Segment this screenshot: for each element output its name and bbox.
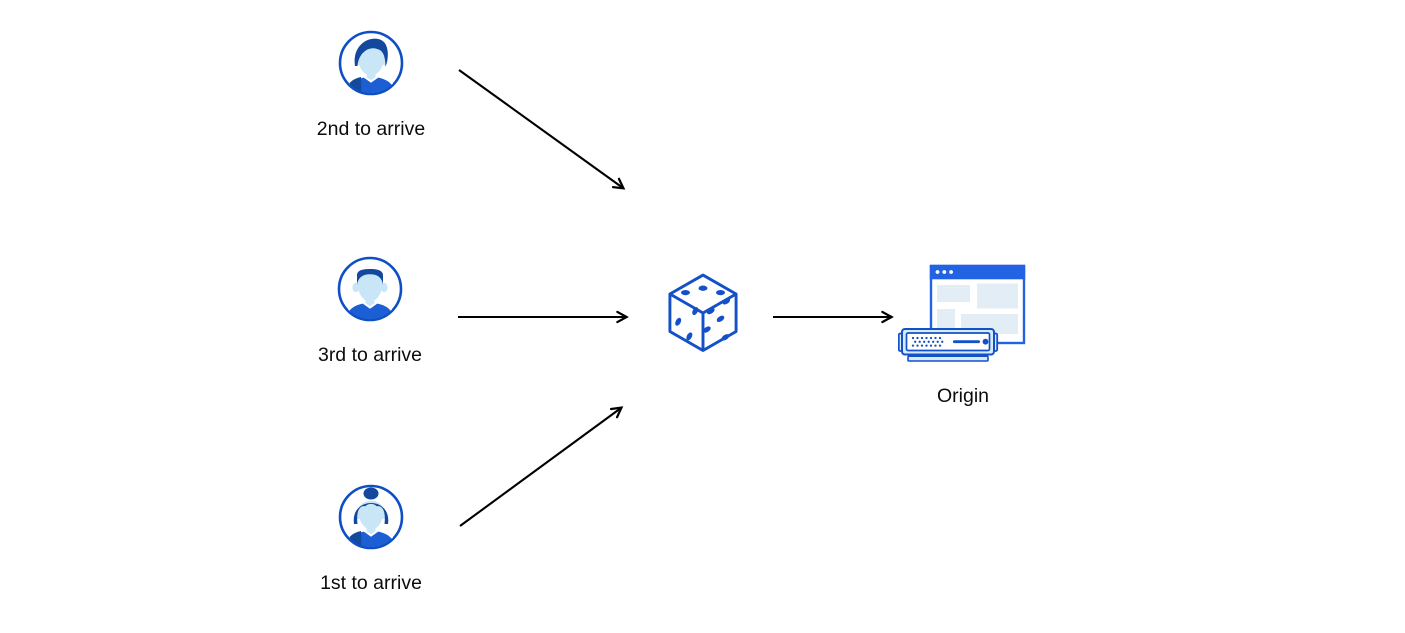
- arrow-client2nd-to-dice: [458, 69, 623, 188]
- origin-server-icon: [897, 263, 1028, 368]
- client-label: 2nd to arrive: [316, 118, 426, 140]
- user-avatar-male-flat-hair-icon: [337, 256, 403, 327]
- origin-node: Origin: [897, 263, 1028, 407]
- client-node-1st-to-arrive: 1st to arrive: [306, 484, 436, 594]
- client-label: 3rd to arrive: [317, 344, 423, 366]
- dice-icon: [667, 272, 739, 359]
- user-avatar-male-swept-hair-icon: [338, 30, 404, 101]
- client-node-2nd-to-arrive: 2nd to arrive: [306, 30, 436, 140]
- randomizer-node: [667, 272, 739, 359]
- origin-label: Origin: [936, 385, 990, 407]
- client-label: 1st to arrive: [320, 572, 422, 594]
- user-avatar-female-bun-icon: [338, 484, 404, 555]
- client-node-3rd-to-arrive: 3rd to arrive: [305, 256, 435, 366]
- arrow-client1st-to-dice: [459, 408, 621, 527]
